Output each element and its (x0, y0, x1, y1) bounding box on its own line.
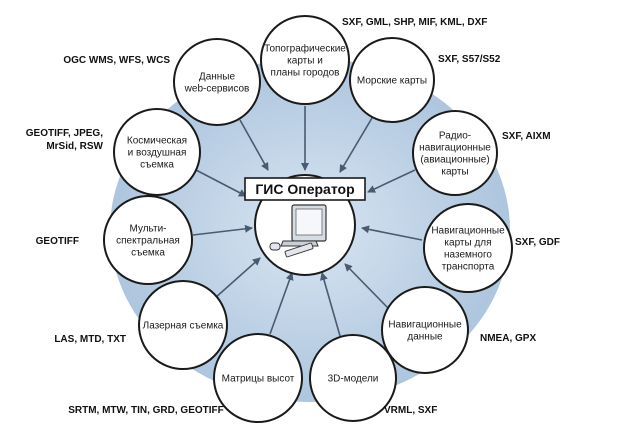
node-label-space: Космическая (127, 136, 187, 147)
node-circle-topo (260, 15, 350, 105)
node-label-marine: Морские карты (357, 76, 427, 87)
formats-layer: SXF, GML, SHP, MIF, KML, DXF SXF, S57/S52… (26, 17, 560, 416)
node-label-multi: съемка (131, 248, 165, 259)
formats-multi: GEOTIFF (36, 236, 79, 247)
node-circle-navdata (381, 286, 469, 374)
node-label-space: съемка (140, 160, 174, 171)
node-label-ground: карты для (444, 238, 491, 249)
node-circle-radio (412, 110, 498, 196)
formats-radio: SXF, AIXM (502, 131, 551, 142)
node-circle-web (173, 38, 261, 126)
node-label-radio: Радио- (439, 131, 471, 142)
node-label-navdata: Навигационные (388, 320, 462, 331)
computer-icon (269, 204, 327, 258)
arrow-ground (361, 225, 423, 241)
node-matrix: Матрицы высот (213, 333, 303, 423)
node-radio: Радио-навигационные(авиационные)карты (412, 110, 498, 196)
node-label-radio: (авиационные) (420, 155, 489, 166)
formats-topo: SXF, GML, SHP, MIF, KML, DXF (342, 17, 487, 28)
formats-navdata: NMEA, GPX (480, 333, 536, 344)
node-label-radio: навигационные (419, 143, 491, 154)
arrow-laser (214, 257, 261, 299)
node-label-ground: Навигационные (431, 226, 505, 237)
arrows-layer (192, 106, 423, 337)
formats-space: GEOTIFF, JPEG, (26, 128, 103, 139)
node-circle-multi (103, 195, 193, 285)
arrow-matrix (269, 272, 294, 335)
arrow-marine (339, 117, 373, 173)
node-circle-marine (349, 37, 435, 123)
formats-matrix: SRTM, MTW, TIN, GRD, GEOTIFF (68, 405, 224, 416)
formats-marine: SXF, S57/S52 (438, 54, 501, 65)
node-label-web: Данные (199, 72, 236, 83)
node-circle-model3d (309, 334, 397, 422)
node-circle-laser (138, 280, 228, 370)
arrow-model3d (320, 272, 341, 337)
formats-space: MrSid, RSW (46, 141, 103, 152)
node-label-laser: Лазерная съемка (143, 321, 224, 332)
arrow-radio (367, 169, 416, 193)
node-label-model3d: 3D-модели (328, 374, 379, 385)
node-marine: Морские карты (349, 37, 435, 123)
node-label-ground: наземного (444, 250, 492, 261)
node-label-ground: транспорта (442, 262, 495, 273)
node-label-topo: карты и (287, 56, 323, 67)
node-label-navdata: данные (407, 332, 443, 343)
node-label-topo: планы городов (271, 68, 340, 79)
center-title: ГИС Оператор (255, 181, 354, 197)
node-model3d: 3D-модели (309, 334, 397, 422)
formats-ground: SXF, GDF (515, 237, 560, 248)
formats-laser: LAS, MTD, TXT (54, 334, 126, 345)
node-circle-matrix (213, 333, 303, 423)
node-label-web: web-сервисов (184, 84, 250, 95)
arrow-navdata (344, 263, 389, 309)
node-laser: Лазерная съемка (138, 280, 228, 370)
node-label-radio: карты (441, 167, 468, 178)
node-label-multi: Мульти- (130, 224, 167, 235)
arrow-space (195, 169, 247, 197)
node-label-topo: Топографические (264, 43, 346, 55)
center-title-box (244, 177, 366, 201)
center-node: ГИС Оператор (244, 174, 366, 276)
formats-model3d: VRML, SXF (384, 405, 437, 416)
arrow-web (239, 119, 269, 171)
node-label-multi: спектральная (116, 236, 180, 247)
formats-web: OGC WMS, WFS, WCS (63, 55, 170, 66)
node-label-space: и воздушная (128, 148, 187, 159)
node-label-matrix: Матрицы высот (222, 374, 295, 385)
node-circle-space (113, 108, 201, 196)
node-circle-ground (423, 203, 513, 293)
arrow-multi (192, 224, 253, 236)
